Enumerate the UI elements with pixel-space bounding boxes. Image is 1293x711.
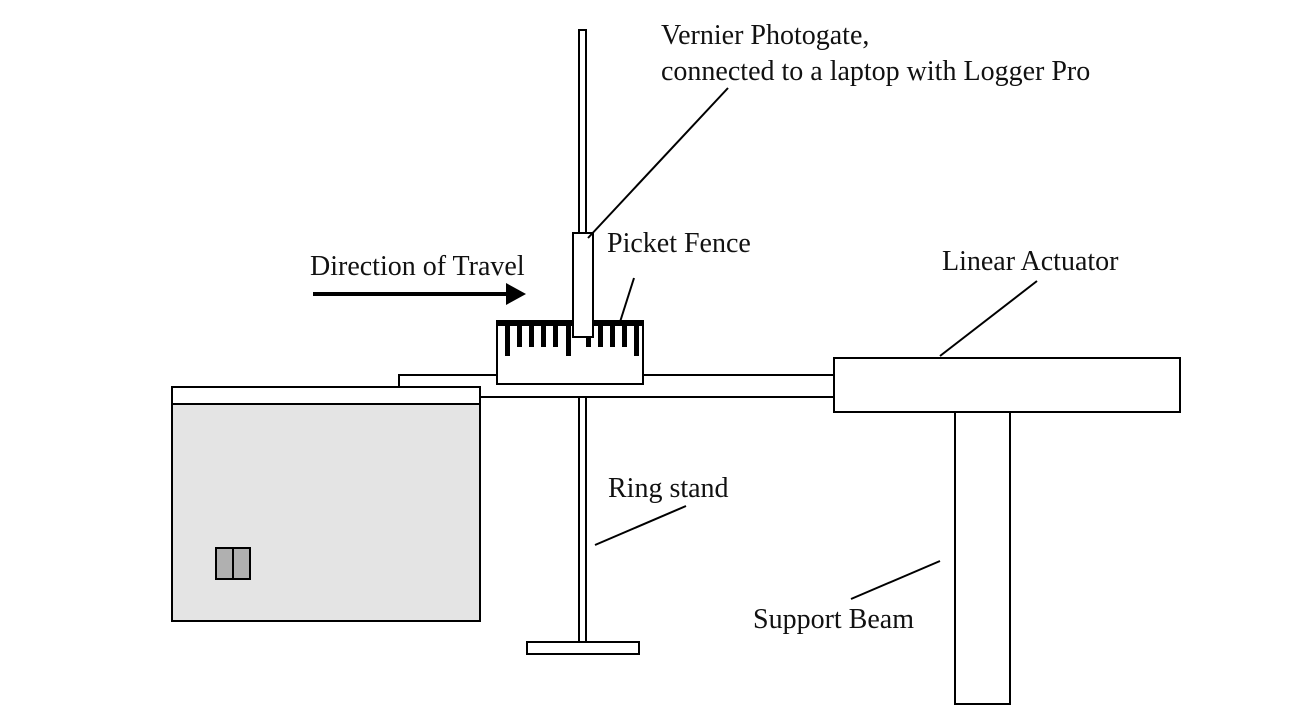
ring-stand-label: Ring stand	[608, 473, 729, 504]
photogate-label-line2: connected to a laptop with Logger Pro	[661, 56, 1091, 87]
box-switch-left	[215, 547, 234, 580]
picket-fence-label: Picket Fence	[607, 228, 751, 259]
support-beam-label: Support Beam	[753, 604, 914, 635]
direction-arrow-head	[506, 283, 526, 305]
photogate-label-line1: Vernier Photogate,	[661, 20, 870, 51]
direction-label: Direction of Travel	[310, 251, 525, 282]
linear-actuator-leader	[939, 280, 1038, 357]
support-beam-leader	[850, 560, 941, 600]
ring-stand-rod-upper	[578, 29, 587, 236]
linear-actuator	[833, 357, 1181, 413]
box-switch-right	[232, 547, 251, 580]
ring-stand-base	[526, 641, 640, 655]
gray-box-lid	[171, 386, 481, 405]
gray-box	[171, 403, 481, 622]
photogate-leader	[587, 87, 729, 239]
linear-actuator-label: Linear Actuator	[942, 246, 1119, 277]
picket-fence-leader	[619, 277, 635, 323]
photogate	[572, 232, 594, 338]
support-beam	[954, 411, 1011, 705]
ring-stand-rod-lower	[578, 396, 587, 644]
ring-stand-leader	[594, 505, 687, 546]
